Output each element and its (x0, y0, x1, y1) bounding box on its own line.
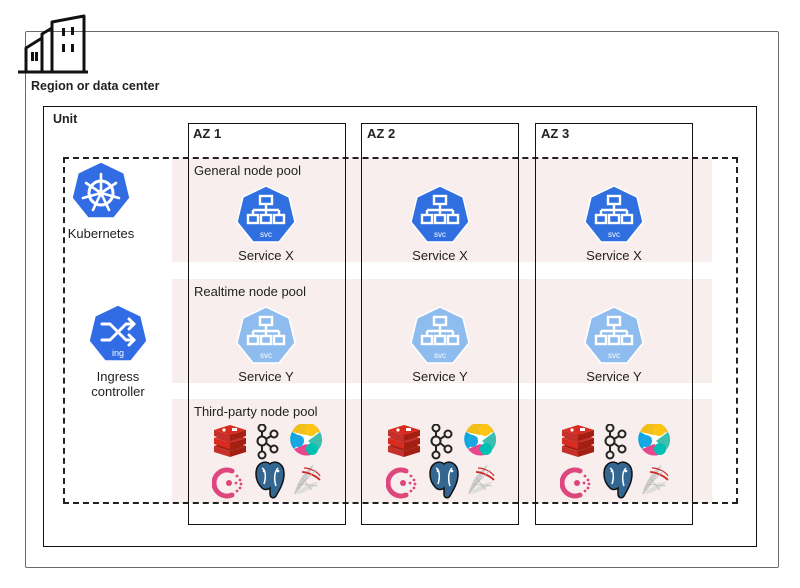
sqlserver-icon (642, 464, 669, 494)
service-x-label-az3: Service X (586, 248, 642, 263)
ingress-icon-text: ing (112, 348, 124, 358)
service-x-icon-az2: svc (410, 185, 470, 245)
ingress-icon: ing (88, 304, 148, 364)
service-x-icon-az3: svc (584, 185, 644, 245)
sqlserver-icon (468, 464, 495, 494)
elasticsearch-icon (464, 424, 497, 456)
third-party-icons-az1 (212, 424, 324, 500)
consul-icon (386, 467, 417, 499)
kafka-icon (430, 424, 453, 460)
kafka-icon (604, 424, 627, 460)
redis-icon (388, 425, 420, 457)
az-2-box (361, 123, 519, 525)
building-icon (16, 14, 88, 76)
kubernetes-label: Kubernetes (67, 226, 135, 241)
az-1-label: AZ 1 (193, 126, 222, 141)
service-x-label-az1: Service X (238, 248, 294, 263)
unit-label: Unit (53, 112, 78, 126)
postgresql-icon (255, 461, 285, 499)
svg-text:svc: svc (260, 351, 272, 360)
service-y-label-az3: Service Y (586, 369, 642, 384)
az-3-label: AZ 3 (541, 126, 570, 141)
svg-text:svc: svc (260, 230, 272, 239)
service-y-label-az1: Service Y (238, 369, 294, 384)
ingress-label-line2: controller (91, 384, 145, 399)
third-party-icons-az3 (560, 424, 672, 500)
az-1-box (188, 123, 346, 525)
unit-box (43, 106, 757, 547)
service-y-icon-az1: svc (236, 306, 296, 366)
svg-text:svc: svc (608, 351, 620, 360)
elasticsearch-icon (638, 424, 671, 456)
cluster-boundary (63, 157, 738, 504)
svg-text:svc: svc (434, 230, 446, 239)
region-label: Region or data center (31, 79, 160, 93)
sqlserver-icon (294, 464, 321, 494)
postgresql-icon (603, 461, 633, 499)
redis-icon (214, 425, 246, 457)
svg-text:svc: svc (608, 230, 620, 239)
az-2-label: AZ 2 (367, 126, 396, 141)
kafka-icon (256, 424, 279, 460)
service-x-label-az2: Service X (412, 248, 468, 263)
third-party-icons-az2 (386, 424, 498, 500)
kubernetes-helm-icon (71, 161, 131, 223)
elasticsearch-icon (290, 424, 323, 456)
third-party-pool-label: Third-party node pool (194, 404, 318, 419)
service-x-icon-az1: svc (236, 185, 296, 245)
service-y-label-az2: Service Y (412, 369, 468, 384)
region-box (25, 31, 779, 568)
service-y-icon-az2: svc (410, 306, 470, 366)
general-pool-label: General node pool (194, 163, 301, 178)
consul-icon (560, 467, 591, 499)
realtime-pool-label: Realtime node pool (194, 284, 307, 299)
ingress-label-line1: Ingress (96, 369, 140, 384)
consul-icon (212, 467, 243, 499)
az-3-box (535, 123, 693, 525)
postgresql-icon (429, 461, 459, 499)
svg-text:svc: svc (434, 351, 446, 360)
redis-icon (562, 425, 594, 457)
service-y-icon-az3: svc (584, 306, 644, 366)
